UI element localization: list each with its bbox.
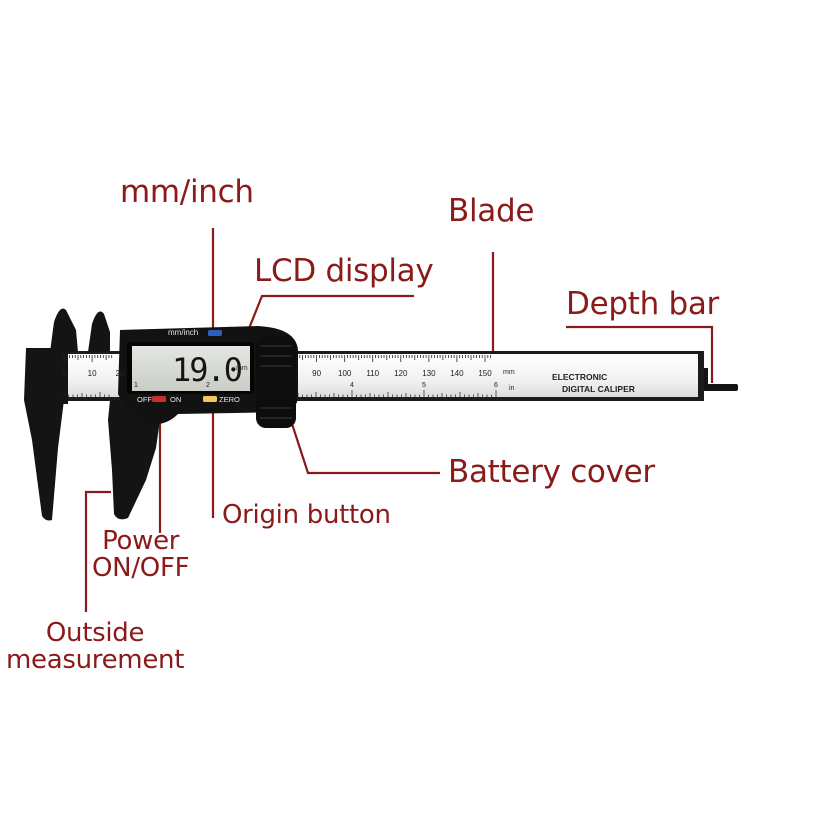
mm-scale-number: 0 <box>62 369 67 378</box>
callout-outside-line-2: measurement <box>6 645 185 676</box>
mm-scale-number: 20 <box>116 369 125 378</box>
mode-label: mm/inch <box>168 328 198 337</box>
inch-scale-number: 2 <box>206 382 210 389</box>
callout-lcd-display: LCD display <box>254 253 434 289</box>
inch-scale-numbers: 1 2 4 5 6 <box>134 382 498 389</box>
off-label: OFF <box>137 395 152 404</box>
zero-button[interactable] <box>203 396 217 402</box>
lcd-unit: mm <box>236 365 248 372</box>
callout-blade: Blade <box>448 193 535 229</box>
mm-scale-number: 140 <box>450 369 464 378</box>
callout-outside-measurement: Outside measurement <box>6 618 185 676</box>
callout-power: Power ON/OFF <box>92 526 190 584</box>
battery-cover <box>256 336 296 428</box>
callout-origin-button: Origin button <box>222 500 391 530</box>
mm-scale-number: 110 <box>366 369 379 378</box>
scale-unit-mm: mm <box>503 369 515 376</box>
brand-line-1: ELECTRONIC <box>552 372 607 382</box>
fixed-jaws <box>24 308 78 521</box>
callout-battery-cover: Battery cover <box>448 454 655 490</box>
lcd-screen <box>132 346 250 391</box>
inch-scale-number: 4 <box>350 382 354 389</box>
on-label: ON <box>170 395 181 404</box>
inch-scale-number: 1 <box>134 382 138 389</box>
callout-mm-inch: mm/inch <box>120 174 254 210</box>
leader-outside-measurement <box>84 490 111 612</box>
scale-unit-in: in <box>509 385 515 392</box>
mm-scale-number: 130 <box>422 369 436 378</box>
inch-scale-number: 6 <box>494 382 498 389</box>
leader-lcd-display <box>244 294 414 337</box>
lcd-reading: 19.0 <box>172 351 242 389</box>
mm-scale-number: 10 <box>88 369 97 378</box>
callout-depth-bar: Depth bar <box>566 286 719 322</box>
mm-scale-number: 120 <box>394 369 408 378</box>
mm-scale-ticks <box>63 355 492 362</box>
slider-head <box>88 311 298 520</box>
power-button[interactable] <box>152 396 166 402</box>
inch-scale-number: 5 <box>422 382 426 389</box>
callout-power-line-1: Power <box>102 526 180 556</box>
zero-label: ZERO <box>219 395 240 404</box>
brand-line-2: DIGITAL CALIPER <box>562 384 635 394</box>
inch-scale-ticks <box>63 390 497 397</box>
callout-outside-line-1: Outside <box>45 618 145 648</box>
mm-scale-number: 90 <box>312 369 321 378</box>
mm-inch-button[interactable] <box>208 330 222 336</box>
mm-scale-numbers: 0 10 20 90 100 110 120 130 140 150 <box>62 369 492 378</box>
callout-power-line-2: ON/OFF <box>92 553 190 584</box>
mm-scale-number: 100 <box>338 369 352 378</box>
mm-scale-number: 150 <box>478 369 492 378</box>
leader-battery-cover <box>280 392 440 475</box>
leader-depth-bar <box>566 325 714 383</box>
